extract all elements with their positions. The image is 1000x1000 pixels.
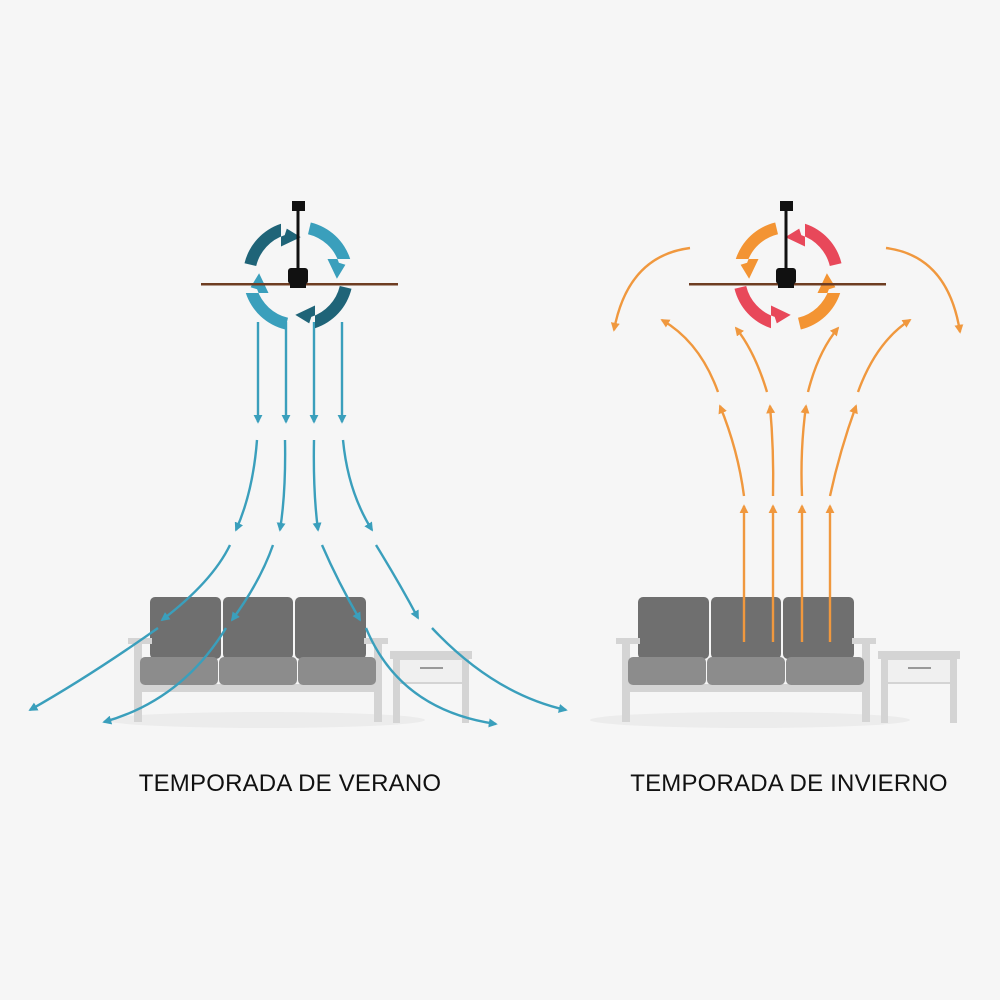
airflow-arrow-icon: [800, 404, 810, 497]
airflow-arrow-icon: [364, 627, 498, 728]
airflow-arrow-icon: [28, 627, 159, 712]
airflow-arrow-icon: [885, 246, 964, 334]
airflow-arrow-icon: [230, 544, 275, 622]
airflow-arrow-icon: [660, 318, 720, 393]
ceiling-fan-icon: [201, 201, 398, 288]
side-table-icon: [390, 651, 472, 723]
airflow-arrow-icon: [610, 246, 691, 332]
summer-panel: [28, 201, 568, 728]
airflow-arrow-icon: [734, 326, 769, 393]
winter-panel: [590, 201, 964, 728]
winter-caption: TEMPORADA DE INVIERNO: [630, 770, 948, 797]
airflow-arrow-icon: [856, 318, 912, 393]
airflow-arrow-icon: [718, 404, 746, 497]
airflow-arrow-icon: [312, 439, 322, 532]
airflow-arrows: [28, 322, 568, 728]
summer-caption: TEMPORADA DE VERANO: [138, 770, 442, 797]
airflow-arrow-icon: [234, 439, 259, 532]
airflow-arrow-icon: [160, 544, 232, 622]
airflow-arrow-icon: [431, 627, 568, 713]
ceiling-fan-icon: [689, 201, 886, 288]
airflow-arrow-icon: [341, 439, 374, 532]
airflow-arrow-icon: [828, 404, 858, 497]
sofa-icon: [105, 597, 425, 728]
airflow-arrows: [610, 246, 964, 642]
rotation-arrows-icon: [734, 222, 842, 330]
airflow-arrow-icon: [320, 544, 362, 622]
airflow-arrow-icon: [766, 404, 776, 497]
sofa-icon: [590, 597, 910, 728]
airflow-arrow-icon: [276, 439, 287, 532]
airflow-arrow-icon: [806, 326, 840, 393]
side-table-icon: [878, 651, 960, 723]
airflow-arrow-icon: [102, 627, 228, 725]
rotation-arrows-icon: [244, 222, 352, 330]
airflow-arrow-icon: [374, 544, 420, 620]
